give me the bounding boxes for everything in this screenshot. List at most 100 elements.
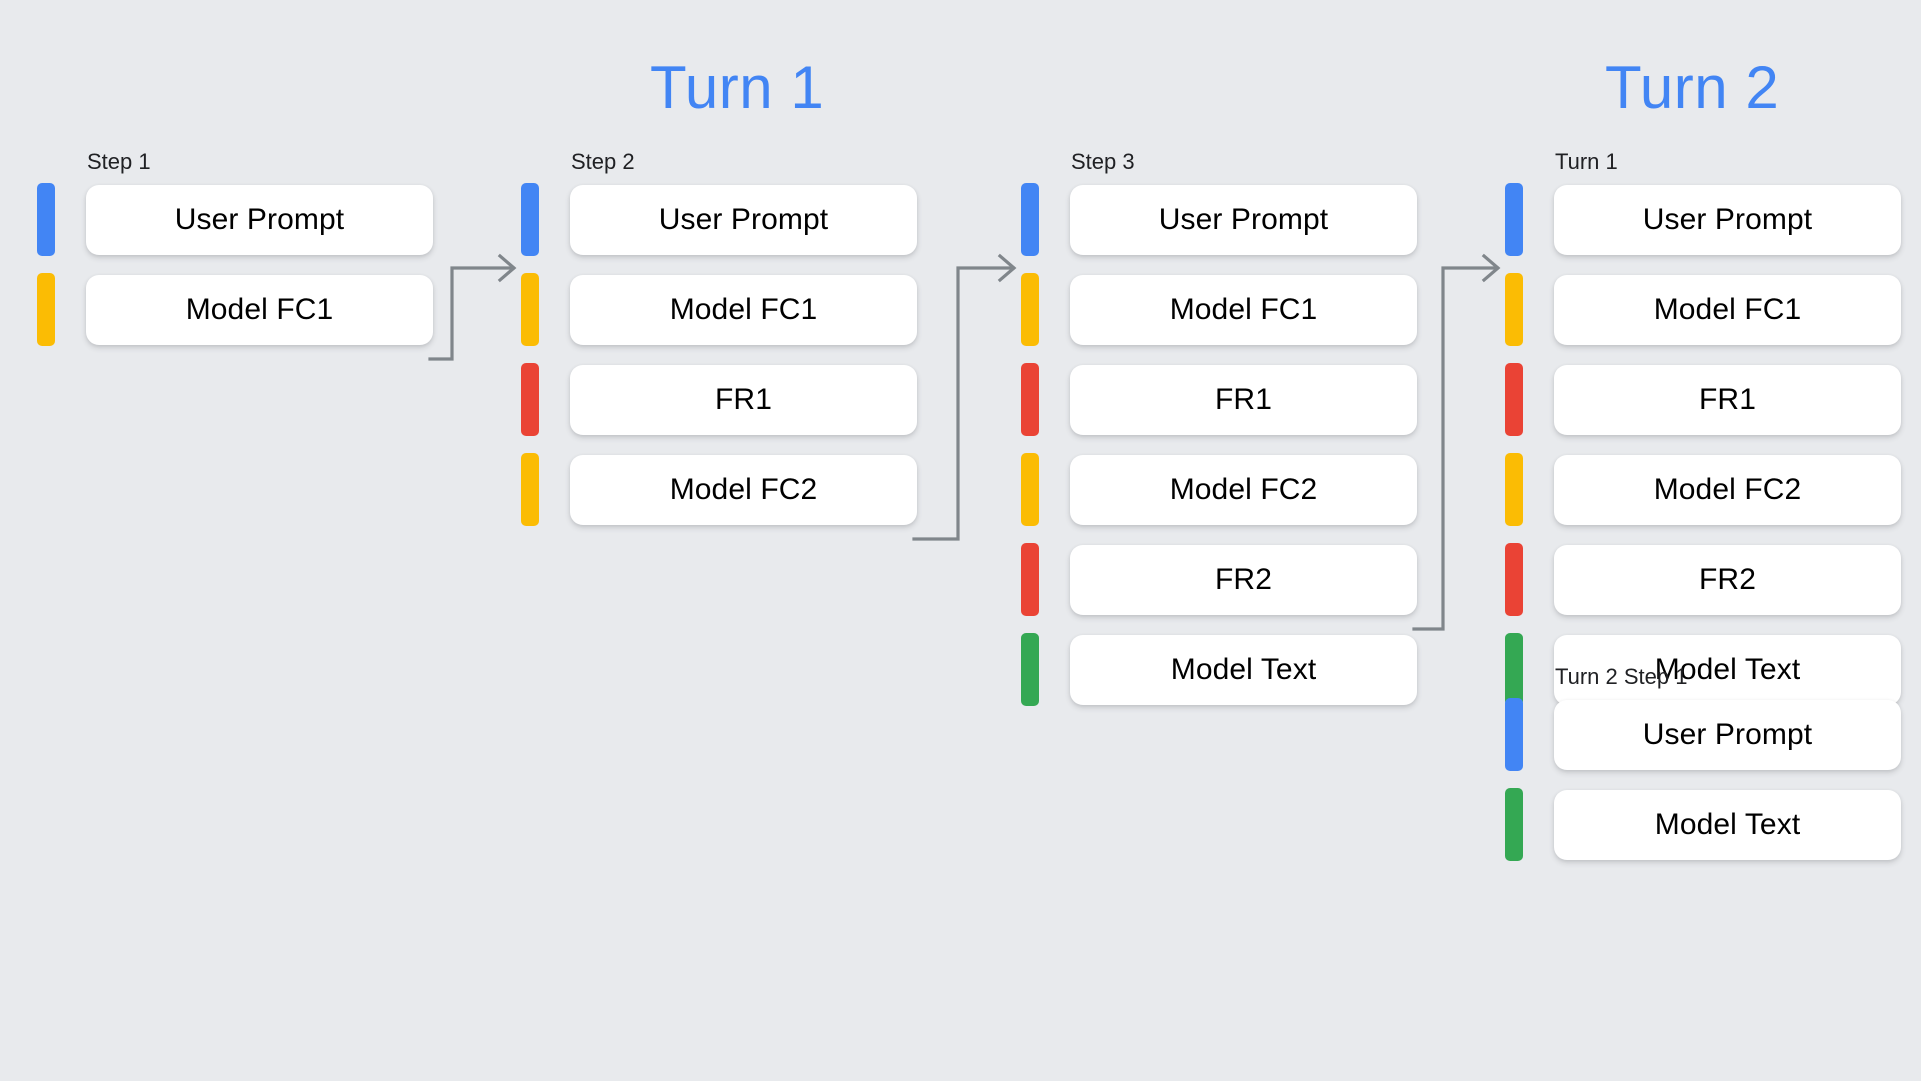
role-color-bar-green bbox=[1021, 633, 1039, 707]
role-color-bar-blue bbox=[521, 183, 539, 257]
list-item[interactable]: Model FC1 bbox=[1505, 273, 1905, 347]
list-item[interactable]: Model FC2 bbox=[521, 453, 921, 527]
list-item[interactable]: Model Text bbox=[1505, 788, 1905, 862]
row-list-step-1: User Prompt Model FC1 bbox=[37, 183, 437, 347]
message-card[interactable]: Model Text bbox=[1554, 789, 1901, 860]
column-turn-2-step-1: Turn 2 Step 1 User Prompt Model Text bbox=[1505, 664, 1905, 878]
role-color-bar-green bbox=[1505, 788, 1523, 862]
list-item[interactable]: Model FC2 bbox=[1021, 453, 1421, 527]
column-step-1: Step 1 User Prompt Model FC1 bbox=[37, 149, 437, 363]
message-card[interactable]: FR2 bbox=[1070, 544, 1417, 615]
message-card-label: Model FC2 bbox=[669, 472, 818, 506]
column-label-step-1: Step 1 bbox=[87, 149, 151, 174]
message-card[interactable]: FR1 bbox=[1070, 364, 1417, 435]
connector-step3-to-turn1 bbox=[1412, 253, 1501, 631]
list-item[interactable]: Model FC2 bbox=[1505, 453, 1905, 527]
role-color-bar-blue bbox=[1505, 183, 1523, 257]
message-card[interactable]: User Prompt bbox=[86, 184, 433, 255]
message-card[interactable]: User Prompt bbox=[1554, 699, 1901, 770]
role-color-bar-yellow bbox=[1505, 273, 1523, 347]
role-color-bar-yellow bbox=[1021, 453, 1039, 527]
list-item[interactable]: FR1 bbox=[521, 363, 921, 437]
role-color-bar-red bbox=[1505, 363, 1523, 437]
role-color-bar-yellow bbox=[521, 453, 539, 527]
column-turn-1-history: Turn 1 User Prompt Model FC1 FR1 Model F… bbox=[1505, 149, 1905, 723]
message-card-label: Model FC1 bbox=[185, 292, 334, 326]
turn-2-title: Turn 2 bbox=[1605, 54, 1780, 121]
message-card[interactable]: FR1 bbox=[570, 364, 917, 435]
message-card[interactable]: Model FC1 bbox=[570, 274, 917, 345]
message-card[interactable]: Model FC1 bbox=[1070, 274, 1417, 345]
role-color-bar-red bbox=[1505, 543, 1523, 617]
role-color-bar-blue bbox=[1505, 698, 1523, 772]
list-item[interactable]: User Prompt bbox=[1505, 183, 1905, 257]
list-item[interactable]: User Prompt bbox=[521, 183, 921, 257]
list-item[interactable]: FR1 bbox=[1021, 363, 1421, 437]
column-label-step-3: Step 3 bbox=[1071, 149, 1135, 174]
list-item[interactable]: Model FC1 bbox=[37, 273, 437, 347]
message-card-label: FR1 bbox=[715, 382, 772, 416]
message-card[interactable]: Model Text bbox=[1070, 634, 1417, 705]
message-card[interactable]: User Prompt bbox=[570, 184, 917, 255]
message-card-label: Model FC1 bbox=[1653, 292, 1802, 326]
message-card[interactable]: Model FC2 bbox=[1554, 454, 1901, 525]
message-card[interactable]: FR1 bbox=[1554, 364, 1901, 435]
message-card-label: FR1 bbox=[1699, 382, 1756, 416]
role-color-bar-yellow bbox=[37, 273, 55, 347]
message-card[interactable]: Model FC2 bbox=[570, 454, 917, 525]
list-item[interactable]: Model Text bbox=[1505, 633, 1905, 707]
row-list-turn-2-step-1: User Prompt Model Text bbox=[1505, 698, 1905, 862]
message-card[interactable]: User Prompt bbox=[1070, 184, 1417, 255]
message-card-label: User Prompt bbox=[658, 202, 829, 236]
connector-step1-to-step2 bbox=[428, 253, 517, 361]
role-color-bar-yellow bbox=[521, 273, 539, 347]
message-card-label: Model Text bbox=[1654, 807, 1801, 841]
role-color-bar-yellow bbox=[1021, 273, 1039, 347]
list-item[interactable]: FR1 bbox=[1505, 363, 1905, 437]
role-color-bar-red bbox=[1021, 543, 1039, 617]
message-card[interactable]: FR2 bbox=[1554, 544, 1901, 615]
list-item[interactable]: Model FC1 bbox=[521, 273, 921, 347]
role-color-bar-red bbox=[521, 363, 539, 437]
message-card[interactable]: Model FC2 bbox=[1070, 454, 1417, 525]
message-card-label: FR1 bbox=[1215, 382, 1272, 416]
message-card-label: User Prompt bbox=[174, 202, 345, 236]
message-card[interactable]: Model Text bbox=[1554, 634, 1901, 705]
message-card[interactable]: User Prompt bbox=[1554, 184, 1901, 255]
turn-1-title: Turn 1 bbox=[650, 54, 825, 121]
role-color-bar-blue bbox=[1021, 183, 1039, 257]
row-list-step-2: User Prompt Model FC1 FR1 Model FC2 bbox=[521, 183, 921, 527]
message-card-label: Model Text bbox=[1170, 652, 1317, 686]
list-item[interactable]: Model FC1 bbox=[1021, 273, 1421, 347]
message-card-label: User Prompt bbox=[1158, 202, 1329, 236]
column-step-2: Step 2 User Prompt Model FC1 FR1 Model F… bbox=[521, 149, 921, 543]
message-card-label: Model FC1 bbox=[1169, 292, 1318, 326]
role-color-bar-blue bbox=[37, 183, 55, 257]
row-list-turn-1-history: User Prompt Model FC1 FR1 Model FC2 FR2 bbox=[1505, 183, 1905, 707]
role-color-bar-red bbox=[1021, 363, 1039, 437]
message-card[interactable]: Model FC1 bbox=[86, 274, 433, 345]
message-card-label: FR2 bbox=[1215, 562, 1272, 596]
message-card-label: Model Text bbox=[1654, 652, 1801, 686]
list-item[interactable]: User Prompt bbox=[1505, 698, 1905, 772]
column-label-turn-2-step-1: Turn 2 Step 1 bbox=[1555, 664, 1688, 689]
list-item[interactable]: FR2 bbox=[1021, 543, 1421, 617]
list-item[interactable]: User Prompt bbox=[1021, 183, 1421, 257]
row-list-step-3: User Prompt Model FC1 FR1 Model FC2 FR2 bbox=[1021, 183, 1421, 707]
list-item[interactable]: FR2 bbox=[1505, 543, 1905, 617]
message-card-label: FR2 bbox=[1699, 562, 1756, 596]
list-item[interactable]: User Prompt bbox=[37, 183, 437, 257]
message-card-label: User Prompt bbox=[1642, 202, 1813, 236]
role-color-bar-yellow bbox=[1505, 453, 1523, 527]
message-card-label: Model FC1 bbox=[669, 292, 818, 326]
message-card-label: Model FC2 bbox=[1653, 472, 1802, 506]
message-card-label: Model FC2 bbox=[1169, 472, 1318, 506]
connector-step2-to-step3 bbox=[912, 253, 1017, 541]
message-card-label: User Prompt bbox=[1642, 717, 1813, 751]
role-color-bar-green bbox=[1505, 633, 1523, 707]
list-item[interactable]: Model Text bbox=[1021, 633, 1421, 707]
column-step-3: Step 3 User Prompt Model FC1 FR1 Model F… bbox=[1021, 149, 1421, 723]
message-card[interactable]: Model FC1 bbox=[1554, 274, 1901, 345]
column-label-step-2: Step 2 bbox=[571, 149, 635, 174]
column-label-turn-1-history: Turn 1 bbox=[1555, 149, 1618, 174]
